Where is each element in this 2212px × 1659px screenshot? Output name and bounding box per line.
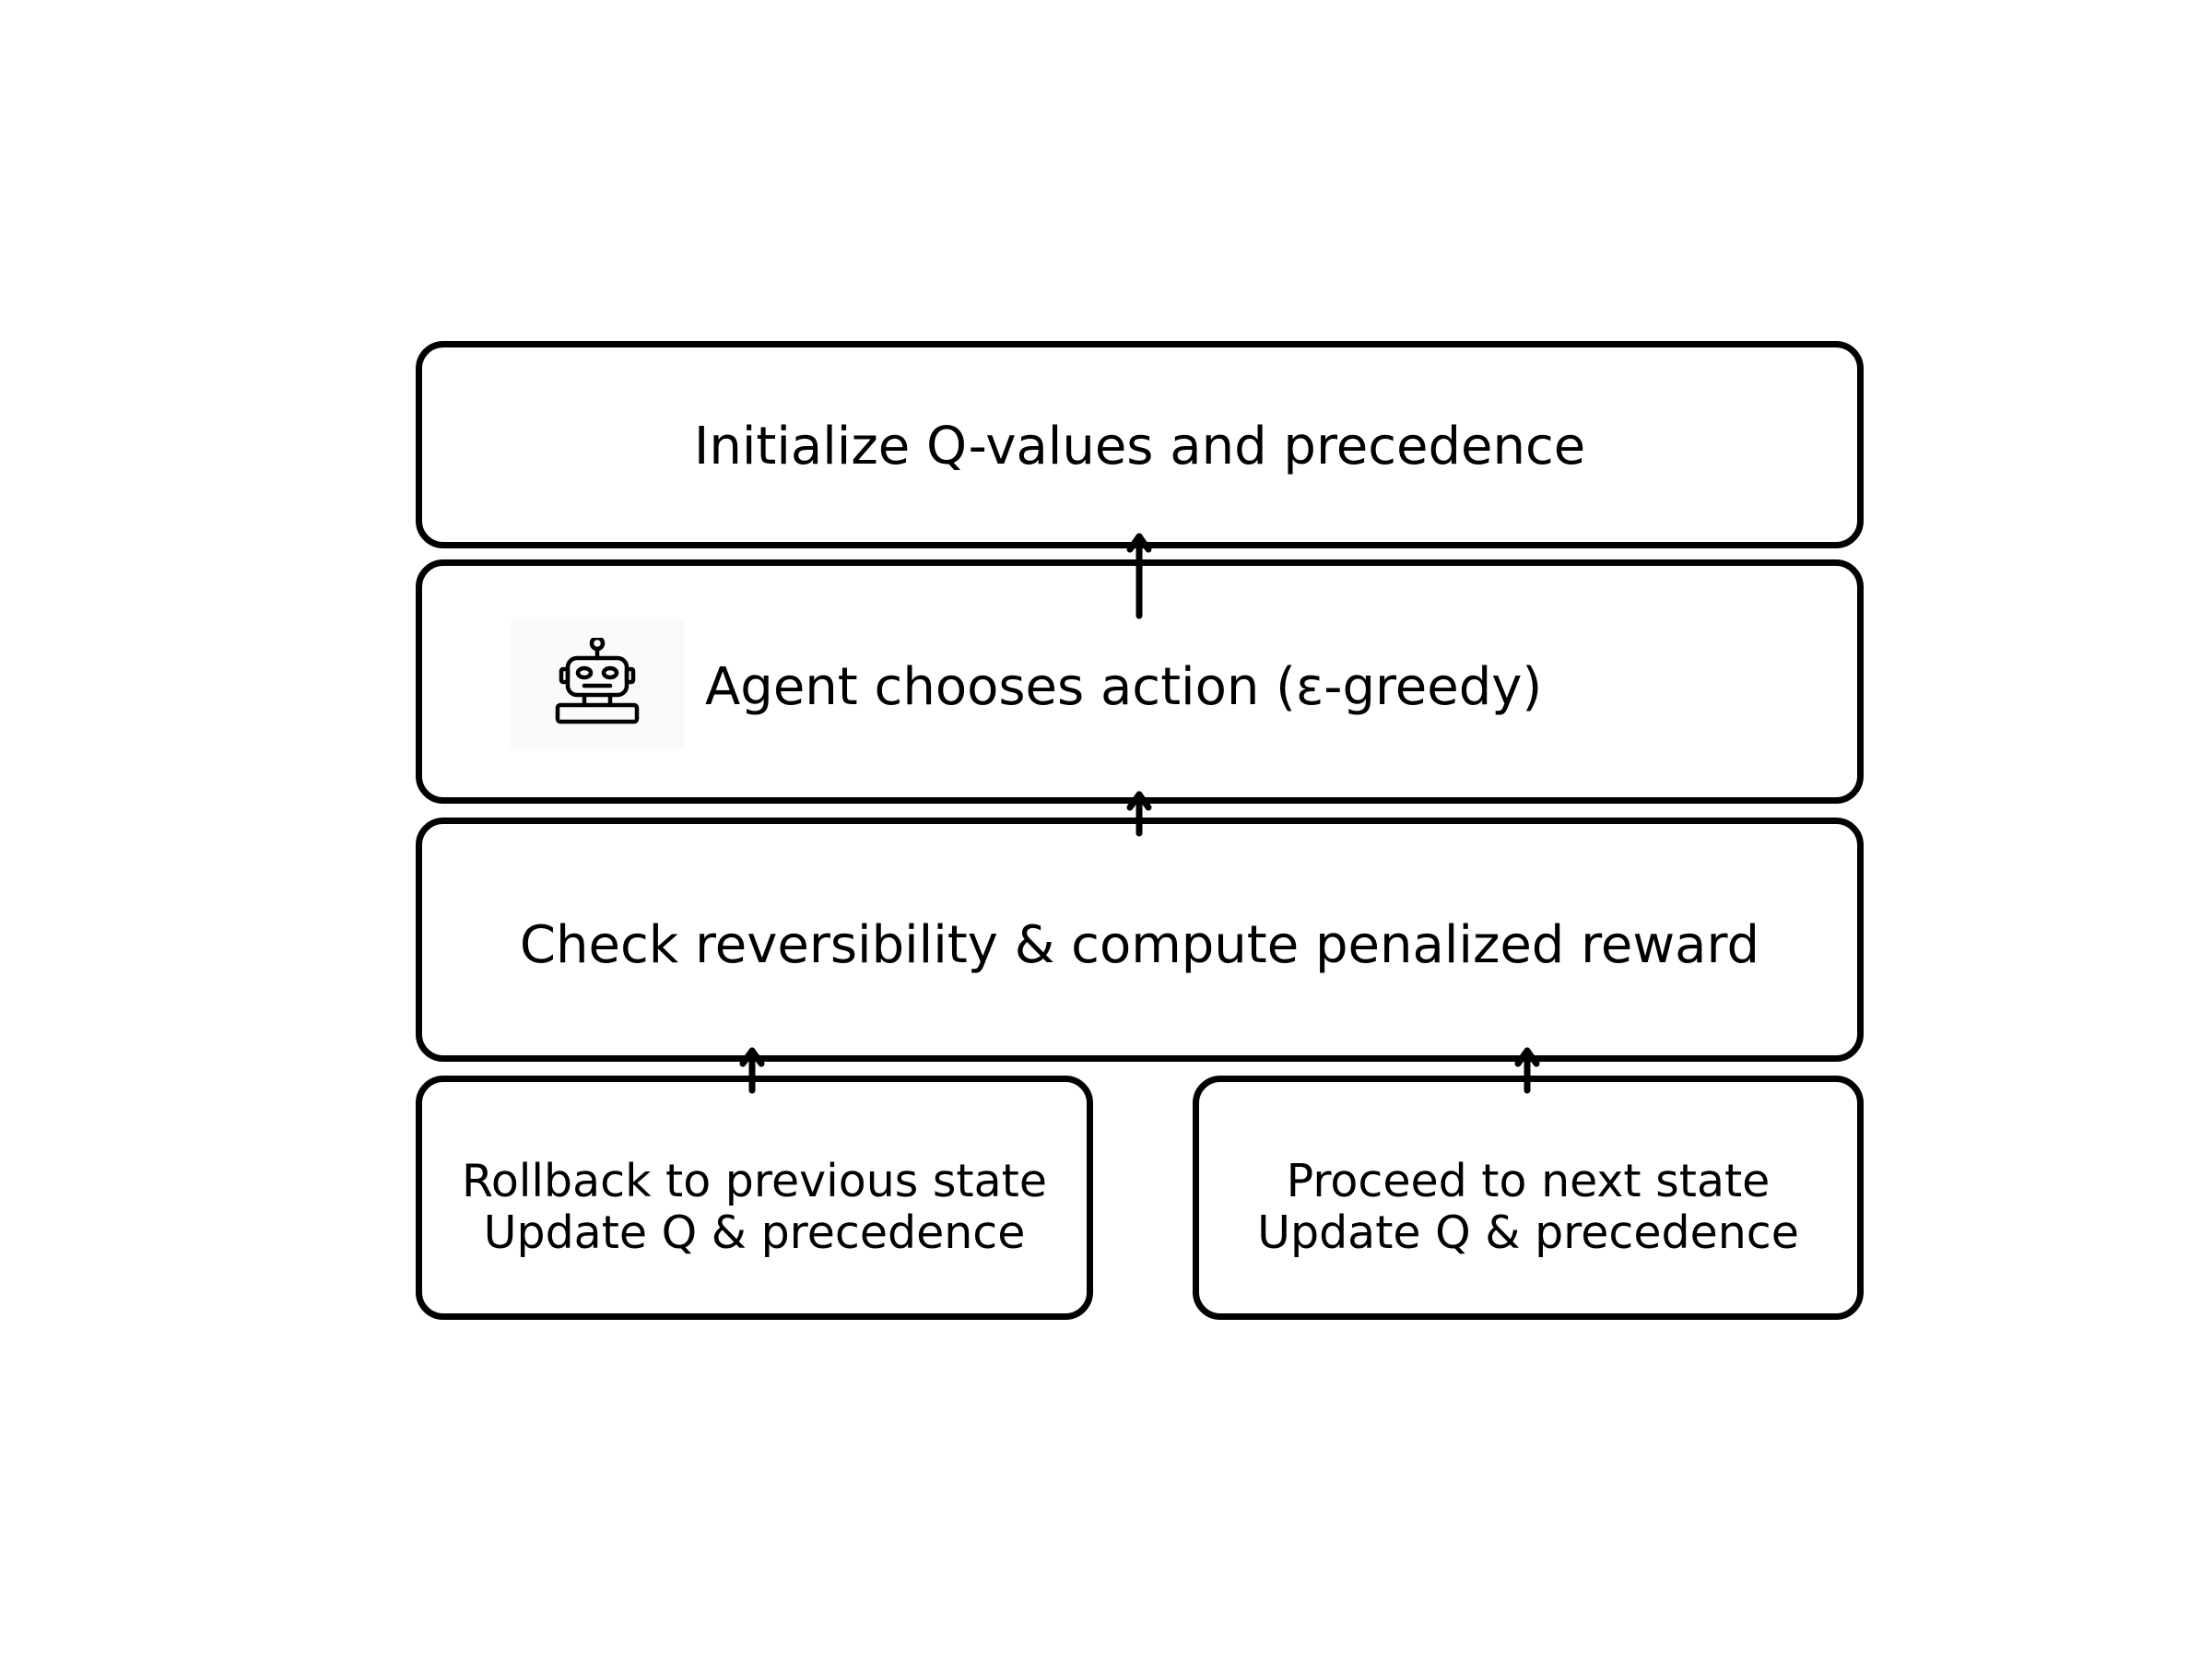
node-initialize: Initialize Q-values and precedence [416, 341, 1864, 548]
edge-check-to-agent [1126, 791, 1152, 837]
node-rollback-line-2: Update Q & precedence [483, 1206, 1026, 1259]
node-proceed-line-2: Update Q & precedence [1257, 1206, 1799, 1259]
node-proceed-line-1: Proceed to next state [1286, 1155, 1771, 1207]
robot-icon-tile [511, 620, 684, 749]
node-proceed: Proceed to next state Update Q & precede… [1193, 1076, 1864, 1320]
node-check-reversibility-label: Check reversibility & compute penalized … [519, 915, 1760, 975]
edge-proceed-to-check [1514, 1047, 1540, 1094]
node-initialize-label: Initialize Q-values and precedence [693, 417, 1586, 477]
edge-agent-to-init [1126, 533, 1152, 619]
node-check-reversibility: Check reversibility & compute penalized … [416, 818, 1864, 1062]
node-agent-action-label: Agent chooses action (ε-greedy) [705, 657, 1543, 717]
node-rollback: Rollback to previous state Update Q & pr… [416, 1076, 1093, 1320]
edge-rollback-to-check [739, 1047, 765, 1094]
node-proceed-label: Proceed to next state Update Q & precede… [1199, 1156, 1857, 1259]
node-rollback-line-1: Rollback to previous state [461, 1155, 1048, 1207]
node-rollback-label: Rollback to previous state Update Q & pr… [422, 1156, 1087, 1259]
robot-icon [555, 638, 640, 724]
